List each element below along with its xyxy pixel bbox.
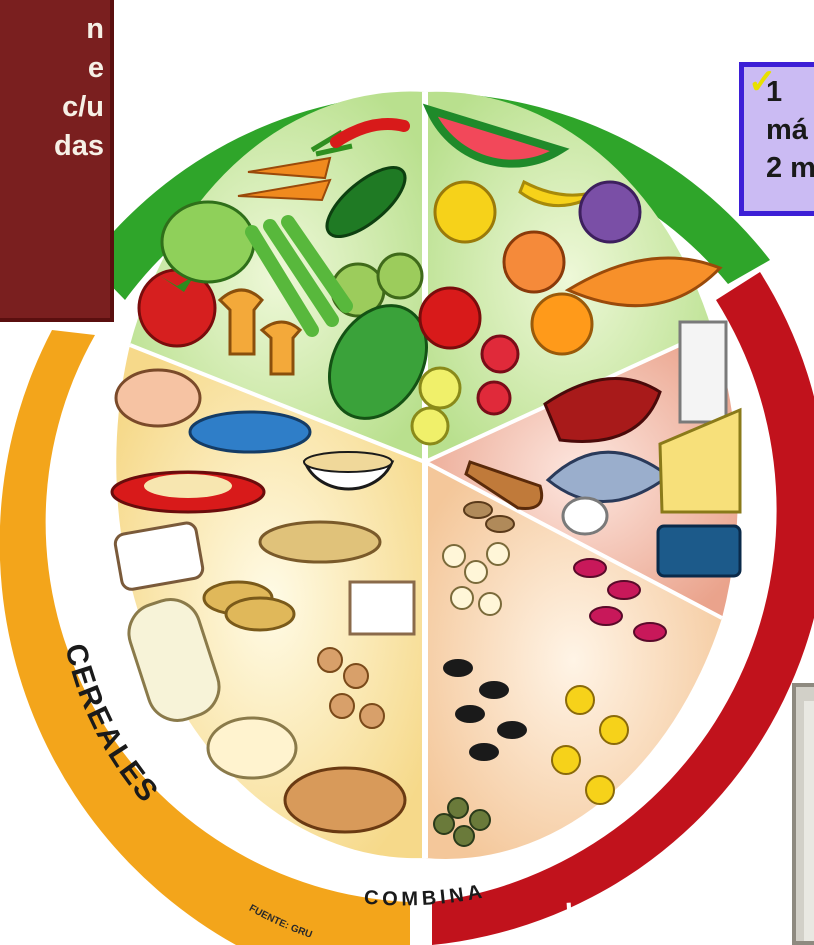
right-note-box: ✓ 1 má 2 m <box>739 62 814 216</box>
right-note-line: má <box>766 111 814 149</box>
bottom-right-panel <box>792 683 814 945</box>
lettuce-icon <box>162 202 254 282</box>
tuna-can-icon <box>658 526 740 576</box>
rice-bowl-icon <box>190 412 310 452</box>
bread-icon <box>114 521 204 590</box>
apple-icon <box>420 288 480 348</box>
potato-icon <box>116 370 200 426</box>
mango-icon <box>504 232 564 292</box>
left-note-line: das <box>0 127 104 166</box>
checkmark-icon: ✓ <box>748 63 777 101</box>
cake-icon <box>350 582 414 634</box>
left-note-box: n e c/u das <box>0 0 114 322</box>
left-note-line: c/u <box>0 88 104 127</box>
strawberry-icon <box>482 336 518 372</box>
grapes-icon <box>580 182 640 242</box>
left-note-line: e <box>0 49 104 88</box>
egg-icon <box>563 498 607 534</box>
left-note-line: n <box>0 10 104 49</box>
orange-icon <box>532 294 592 354</box>
panel-inner <box>804 701 814 941</box>
milk-glass-icon <box>680 322 726 422</box>
bun-icon <box>285 768 405 832</box>
label-verduras-y-frutas: VERDURAS Y FRUTAS <box>241 11 590 94</box>
tortilla-icon <box>260 522 380 562</box>
right-note-line: 2 m <box>766 149 814 187</box>
lemon-icon <box>420 368 460 408</box>
bolillo-icon <box>208 718 296 778</box>
